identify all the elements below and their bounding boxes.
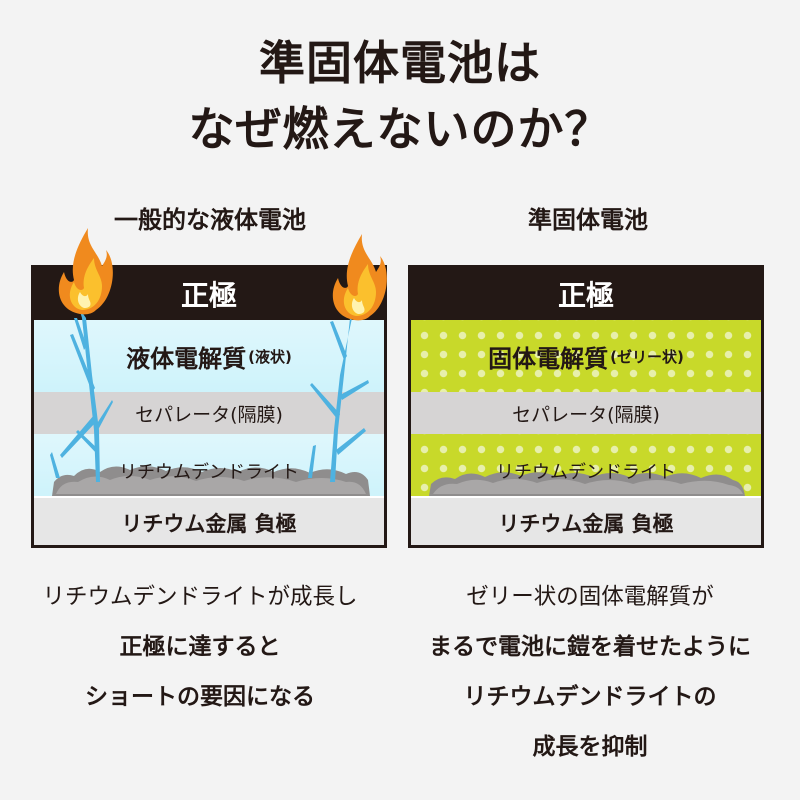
dendrite-label: リチウムデンドライト [119,462,299,483]
separator-label: セパレータ(隔膜) [135,403,283,426]
caption-line: リチウムデンドライトの [463,684,717,710]
caption-line: まるで電池に鎧を着せたように [429,634,751,660]
electrolyte-note: (ゼリー状) [610,347,684,366]
cathode-label: 正極 [180,279,237,312]
liquid-battery-heading: 一般的な液体電池 [114,206,306,234]
gel-electrolyte-layer: 固体電解質(ゼリー状) [411,320,761,392]
dendrite-label: リチウムデンドライト [496,462,676,483]
caption-line: 正極に達すると [119,634,281,660]
lithium-deposit-icon [52,466,370,496]
caption-line: ゼリー状の固体電解質が [466,584,714,610]
separator-layer: セパレータ(隔膜) [411,392,761,434]
electrolyte-label: 液体電解質 [126,344,247,373]
anode-layer: リチウム金属 負極 [411,496,761,545]
semi-solid-battery-heading: 準固体電池 [528,206,648,234]
lithium-deposit-icon [429,472,745,496]
cathode-label: 正極 [557,279,614,312]
cathode-layer: 正極 [411,268,761,320]
liquid-battery-caption: リチウムデンドライトが成長し 正極に達すると ショートの要因になる [10,585,390,735]
anode-label: リチウム金属 負極 [121,512,297,536]
semi-solid-battery-diagram: 正極 固体電解質(ゼリー状) セパレータ(隔膜) リチウムデンドライト リチウム… [408,265,764,548]
caption-line: ショートの要因になる [85,684,315,710]
liquid-battery-diagram: 正極 液体電解質(液状) セパレータ(隔膜) リチウムデンドライト リチウム金属… [31,265,387,548]
page-title-line-2: なぜ燃えないのか？ [188,102,612,156]
separator-label: セパレータ(隔膜) [512,403,660,426]
semi-solid-battery-caption: ゼリー状の固体電解質が まるで電池に鎧を着せたように リチウムデンドライトの 成… [400,585,780,785]
anode-label: リチウム金属 負極 [498,512,674,536]
page-title-line-1: 準固体電池は [259,36,541,90]
caption-line: リチウムデンドライトが成長し [42,584,358,610]
caption-line: 成長を抑制 [532,734,648,760]
anode-layer: リチウム金属 負極 [34,496,384,545]
electrolyte-note: (液状) [248,347,292,366]
electrolyte-label: 固体電解質 [488,344,609,373]
